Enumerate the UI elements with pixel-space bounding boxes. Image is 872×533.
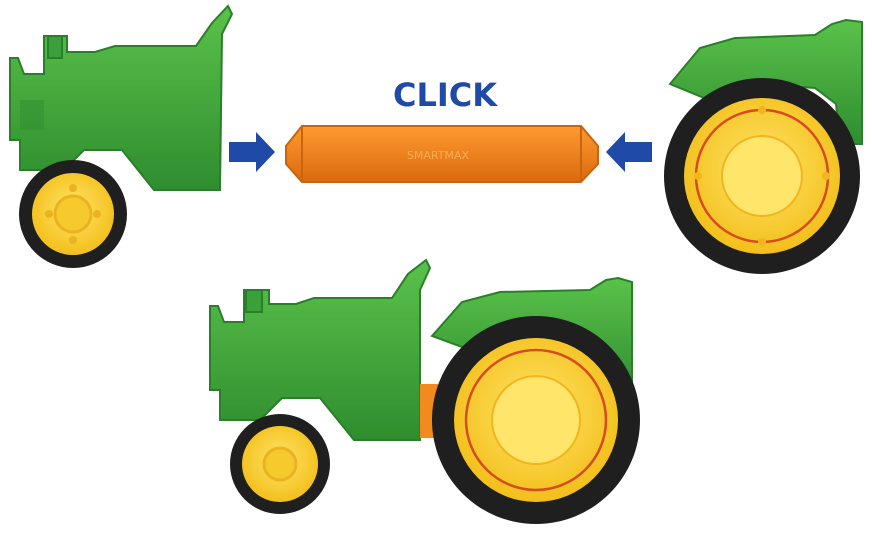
click-label: CLICK xyxy=(393,76,498,114)
front-hub-center xyxy=(55,196,91,232)
front-bolt xyxy=(69,236,77,244)
tractor-front-shell xyxy=(10,6,232,190)
arrow-left-shape xyxy=(606,132,652,172)
connector-brand: SMARTMAX xyxy=(407,149,470,162)
assembled-exhaust xyxy=(246,290,262,312)
rear-bolt xyxy=(758,106,766,114)
arrow-left-icon xyxy=(606,132,652,172)
rear-hub-center xyxy=(722,136,802,216)
assembled-tractor xyxy=(210,260,640,524)
tractor-front-grille xyxy=(20,100,44,130)
rear-bolt xyxy=(694,172,702,180)
front-bolt xyxy=(93,210,101,218)
front-wheel-small xyxy=(19,160,127,268)
front-bolt xyxy=(69,184,77,192)
arrow-right-shape xyxy=(229,132,275,172)
tractor-front-body xyxy=(10,6,232,268)
assembled-front-center xyxy=(264,448,296,480)
connector-rod: SMARTMAX xyxy=(286,126,598,182)
rear-bolt xyxy=(758,238,766,246)
arrow-right-icon xyxy=(229,132,275,172)
assembled-rear-center xyxy=(492,376,580,464)
front-bolt xyxy=(45,210,53,218)
rear-wheel-assembly xyxy=(664,20,862,274)
assembled-body xyxy=(210,260,430,440)
exhaust-stack xyxy=(48,36,62,58)
rear-bolt xyxy=(822,172,830,180)
